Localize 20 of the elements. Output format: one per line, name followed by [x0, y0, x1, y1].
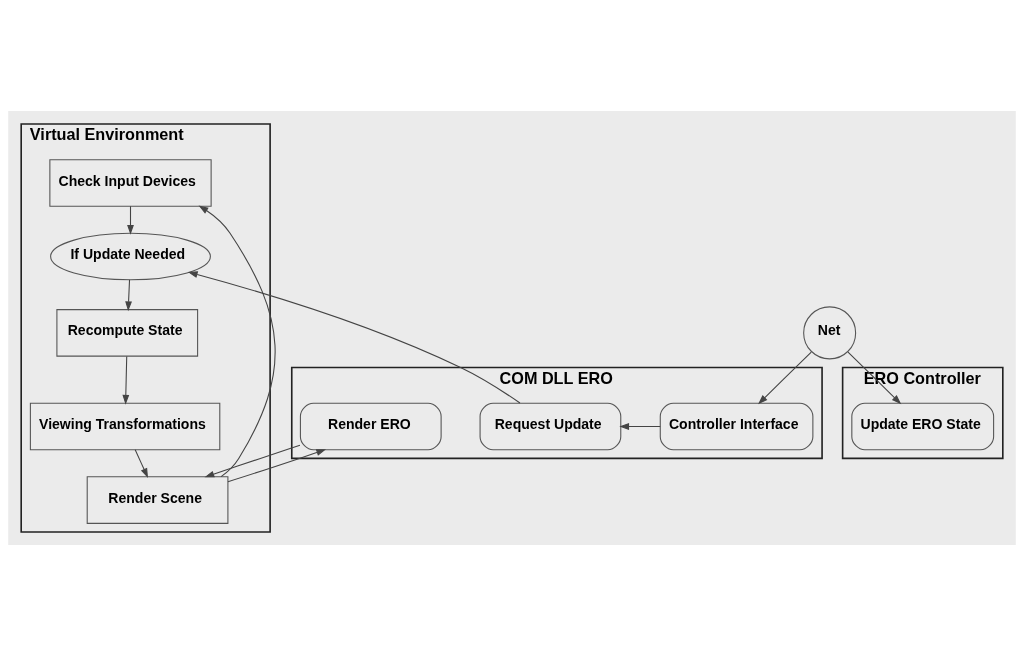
arrow [134, 449, 149, 479]
node-box: Check Input Devices [49, 159, 212, 207]
arrow [125, 279, 132, 312]
arrow [204, 444, 301, 478]
arrow [127, 205, 134, 235]
arrow [198, 205, 276, 478]
arrow [122, 356, 130, 405]
arrow [758, 351, 812, 405]
node-box: Render ERO [299, 402, 442, 451]
node-box: Controller Interface [659, 402, 814, 451]
arrow [619, 423, 661, 430]
node-box: Update ERO State [851, 402, 995, 451]
arrow [227, 449, 327, 483]
node-box: Recompute State [56, 309, 199, 357]
node-circle: Net [803, 306, 857, 360]
arrow [187, 271, 521, 404]
node-box: Request Update [479, 402, 622, 451]
node-box: Render Scene [86, 476, 229, 524]
arrow [847, 351, 902, 405]
node-box: Viewing Transformations [29, 402, 221, 451]
